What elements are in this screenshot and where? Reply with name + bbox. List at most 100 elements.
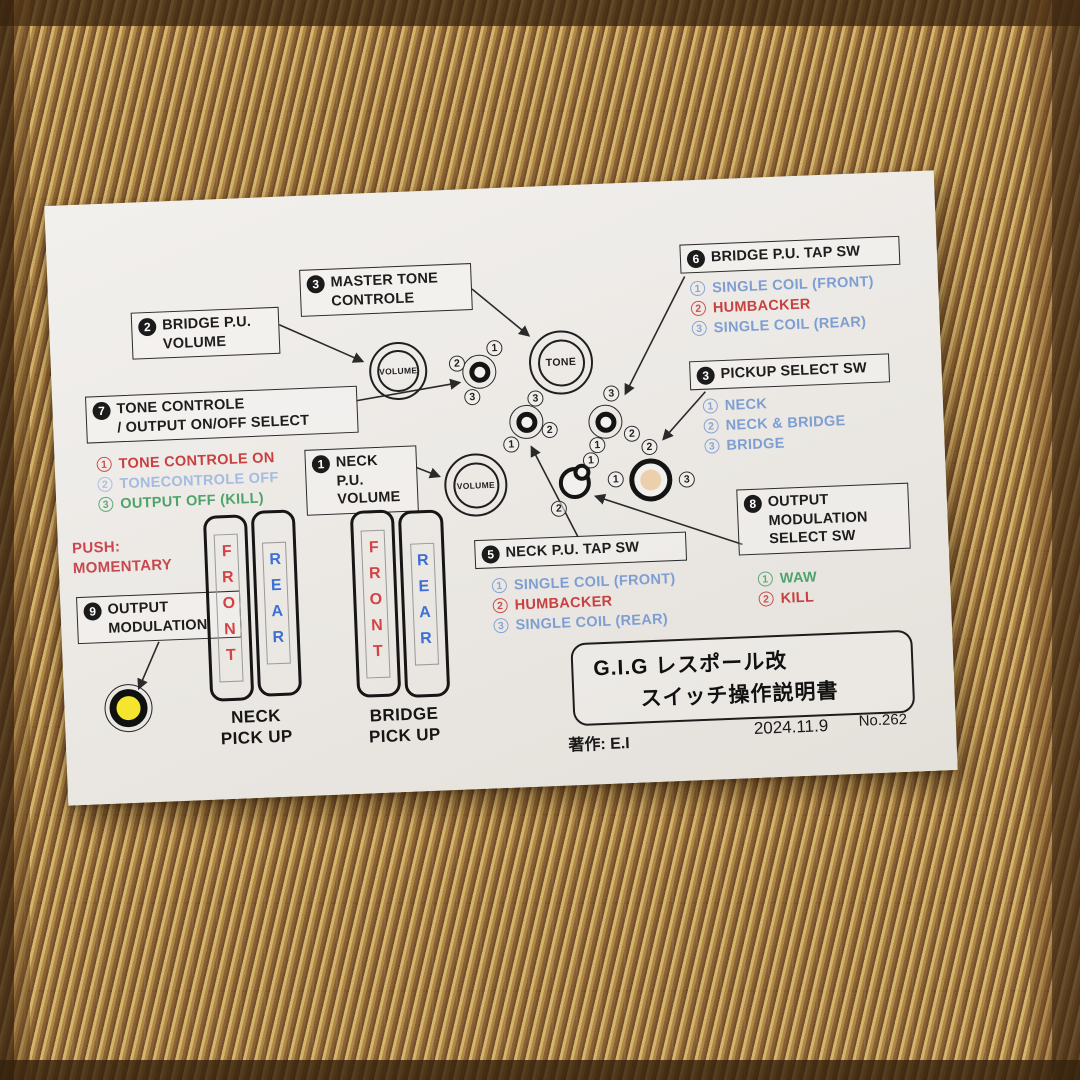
callout-output-modulation-select-sw-label: OUTPUT MODULATION SELECT SW [767,491,868,548]
tatami-seam-left [14,0,30,1080]
badge-3: 3 [306,274,326,294]
callout-bridge-pu-tap-sw-label: BRIDGE P.U. TAP SW [710,243,861,266]
knob-bridge-volume-label: VOLUME [376,349,421,393]
option-item: 2 NECK & BRIDGE [703,412,846,435]
arrow-pickup-select [662,391,706,441]
knob-master-tone: TONE [527,329,595,396]
switch-ring [515,411,538,433]
option-text: SINGLE COIL (FRONT) [513,570,676,594]
callout-bridge-pu-tap-sw: 6 BRIDGE P.U. TAP SW [679,235,901,274]
option-text: TONECONTROLE OFF [119,469,279,492]
pickup-neck-rear-label: REAR [266,550,288,656]
switch-tone-output-select [461,354,497,390]
option-text: SINGLE COIL (REAR) [515,610,669,634]
tatami-border-right [1052,0,1080,1080]
switch-ring [594,410,617,433]
badge-9: 9 [83,602,102,621]
option-item: 3 SINGLE COIL (REAR) [691,313,875,337]
switch-position-number: 3 [602,385,620,402]
tatami-border-top [0,0,1080,26]
switch-position-number: 2 [550,500,568,518]
pickup-bridge-rear: REAR [397,509,451,699]
pickup-inner-frame: FRONT [360,529,391,679]
callout-neck-pu-volume: 1 NECK P.U. VOLUME [304,445,419,516]
pickup-inner-frame: FRONT [213,533,244,683]
option-item: 3 OUTPUT OFF (KILL) [98,489,280,513]
option-text: HUMBACKER [514,593,613,614]
arrow-master-tone [471,288,531,337]
pickup-inner-frame: REAR [409,542,439,666]
circled-number: 3 [98,496,114,513]
badge-5: 5 [481,545,501,564]
callout-tone-controle-select: 7 TONE CONTROLE / OUTPUT ON/OFF SELECT [84,385,359,444]
badge-7: 7 [92,401,111,421]
option-text: BRIDGE [726,435,785,454]
option-item: 1 NECK [702,392,845,415]
pickup-bridge-front: FRONT [349,509,402,698]
arrow-bridge-volume [278,324,365,363]
callout-neck-pu-tap-sw: 5 NECK P.U. TAP SW [474,531,688,570]
tatami-border-bottom [0,1060,1080,1080]
circled-number: 3 [691,320,708,337]
circled-number: 2 [97,476,113,493]
switch-position-number: 3 [464,388,481,406]
switch-bridge-tap [587,404,624,440]
circled-number: 3 [493,617,509,634]
callout-neck-pu-volume-label: NECK P.U. VOLUME [335,452,401,508]
pickup-inner-frame: REAR [262,541,291,665]
switch-position-number: 1 [582,452,600,469]
tatami-seam-right [1030,0,1052,1080]
push-momentary-note: PUSH: MOMENTARY [71,538,173,578]
pickup-neck-front: FRONT [202,514,255,702]
circled-number: 2 [703,418,719,434]
callout-pickup-select-sw-label: PICKUP SELECT SW [720,360,868,383]
circled-number: 1 [702,398,719,414]
callout-neck-pu-tap-sw-label: NECK P.U. TAP SW [505,539,640,561]
switch-position-number: 3 [678,471,696,488]
option-list-bridge-tap: 1 SINGLE COIL (FRONT) 2 HUMBACKER 3 SING… [689,273,876,337]
switch-position-number: 1 [502,436,520,453]
credit-number: No.262 [858,710,908,730]
knob-bridge-volume: VOLUME [368,340,429,402]
option-list-neck-tap: 1 SINGLE COIL (FRONT) 2 HUMBACKER 3 SING… [491,570,678,634]
circled-number: 3 [704,438,720,454]
tatami-border-left [0,0,14,1080]
callout-pickup-select-sw: 3 PICKUP SELECT SW [689,353,891,391]
switch-position-number: 1 [589,436,606,454]
arrow-neck-volume [415,466,441,479]
option-list-pickup-select: 1 NECK 2 NECK & BRIDGE 3 BRIDGE [702,392,847,455]
option-text: SINGLE COIL (FRONT) [711,273,875,296]
output-modulation-button [103,683,154,734]
switch-ring [468,360,491,383]
badge-2: 2 [137,317,157,337]
option-item: 2 KILL [758,588,818,607]
switch-pickup-select-cap [639,469,662,491]
switch-position-number: 2 [541,421,559,439]
output-modulation-button-core [108,688,149,728]
circled-number: 1 [96,456,113,473]
switch-position-number: 1 [486,339,503,357]
badge-6: 6 [686,249,706,269]
switch-pickup-select [628,457,674,503]
callout-master-tone-label: MASTER TONE CONTROLE [330,270,439,310]
circled-number: 2 [690,300,707,317]
badge-1: 1 [311,454,331,474]
credit-author: 著作: E.I [568,735,631,755]
circled-number: 1 [689,280,706,297]
circled-number: 2 [492,597,509,614]
option-text: NECK [724,395,768,414]
option-list-tone-select: 1 TONE CONTROLE ON 2 TONECONTROLE OFF 3 … [96,449,279,513]
switch-position-number: 2 [641,438,658,456]
badge-3b: 3 [696,366,716,386]
pickup-bridge-caption: BRIDGE PICK UP [368,703,442,747]
switch-output-modulation-select [558,463,592,500]
option-text: SINGLE COIL (REAR) [713,313,867,336]
callout-output-modulation-select-sw: 8 OUTPUT MODULATION SELECT SW [736,482,911,556]
pickup-neck-caption: NECK PICK UP [220,706,294,749]
pickup-neck-front-label: FRONT [217,542,241,674]
option-item: 3 SINGLE COIL (REAR) [493,610,677,634]
option-text: WAW [779,568,818,587]
knob-neck-volume: VOLUME [443,452,509,518]
switch-position-number: 3 [527,390,544,407]
